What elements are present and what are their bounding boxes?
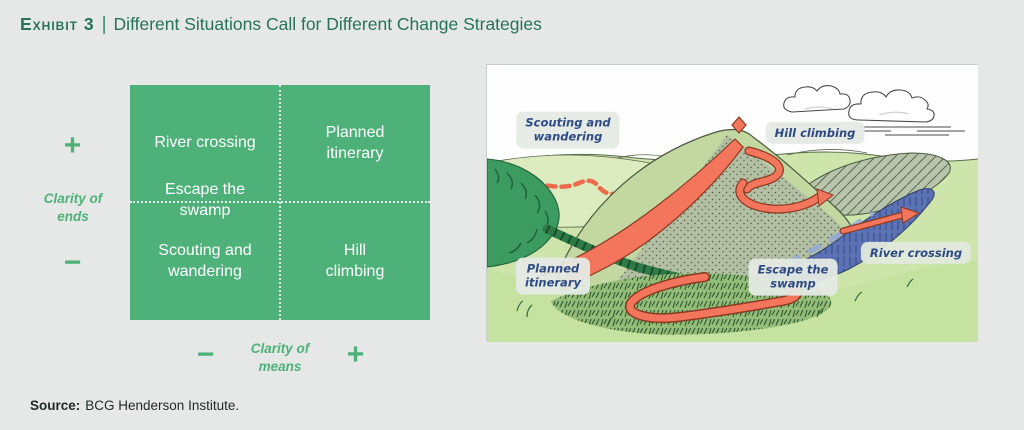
- source-text: BCG Henderson Institute.: [85, 398, 240, 413]
- y-axis-minus: −: [63, 246, 82, 279]
- landscape-drawing: [487, 65, 978, 342]
- matrix-horizontal-divider: [130, 201, 430, 203]
- y-axis-plus: +: [63, 129, 82, 162]
- hill-speckles: [619, 135, 851, 295]
- source-line: Source: BCG Henderson Institute.: [30, 398, 239, 413]
- river-crossing-arrow: [839, 206, 921, 235]
- page-title: Exhibit 3 | Different Situations Call for …: [20, 14, 542, 36]
- quadrant-hill-climbing: Hill climbing: [325, 241, 385, 280]
- quadrant-scouting-and-wandering: Scouting and wandering: [158, 241, 252, 280]
- x-axis-minus: −: [196, 338, 215, 371]
- strategy-matrix: River crossing Planned itinerary Escape …: [130, 85, 430, 320]
- quadrant-river-crossing: River crossing: [154, 134, 256, 152]
- grass-tufts: [516, 278, 914, 328]
- source-label: Source:: [30, 398, 81, 413]
- y-axis-label: Clarity of ends: [43, 191, 103, 224]
- river-texture: [707, 188, 935, 297]
- exhibit-number: Exhibit 3: [20, 14, 95, 34]
- illustration-label-scouting: Scouting and wandering: [516, 111, 620, 149]
- far-bank-hatch: [803, 153, 951, 216]
- summit-diamond: [731, 116, 747, 134]
- forest-texture: [494, 168, 549, 254]
- illustration-label-hill-climbing: Hill climbing: [765, 121, 865, 145]
- illustration-label-escape-swamp: Escape the swamp: [748, 258, 838, 296]
- title-text: Different Situations Call for Different …: [113, 14, 542, 34]
- quadrant-escape-the-swamp: Escape the swamp: [164, 181, 246, 219]
- illustration-label-planned-itinerary: Planned itinerary: [516, 257, 590, 295]
- title-separator: |: [101, 14, 107, 35]
- hill-climbing-path: [735, 146, 835, 214]
- quadrant-planned-itinerary: Planned itinerary: [325, 123, 385, 162]
- landscape-illustration: Scouting and wandering Hill climbing Riv…: [486, 64, 978, 342]
- x-axis-label: Clarity of means: [250, 341, 310, 374]
- x-axis-plus: +: [346, 338, 365, 371]
- illustration-label-river-crossing: River crossing: [860, 241, 972, 265]
